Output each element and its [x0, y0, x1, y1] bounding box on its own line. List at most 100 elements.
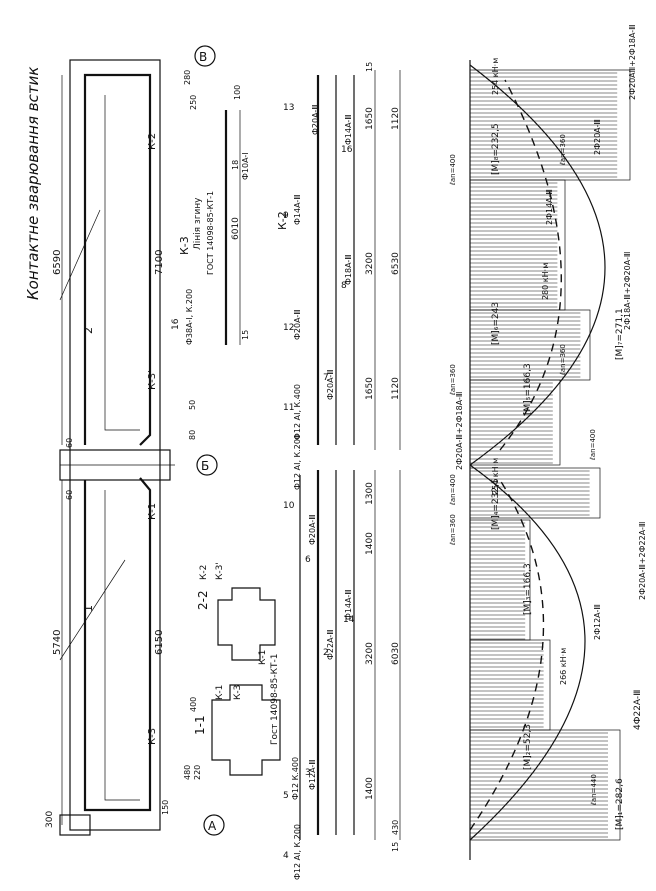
resisting-step-4	[469, 379, 561, 466]
dim-300: 300	[45, 811, 55, 828]
moment-peak2: 254 кН·м	[491, 458, 500, 495]
k3-bend-line: Лінія згину	[193, 197, 203, 250]
moment-m7: [M]₇=271,1	[615, 308, 625, 360]
axis-bubble-a: А	[203, 814, 225, 836]
bar-num-12: 12	[283, 323, 294, 333]
axis-a-label: А	[208, 819, 217, 833]
resisting-step-1	[469, 639, 551, 731]
bar-14: Ф14A-Ⅲ	[344, 589, 353, 620]
mark-k3-a: К-3	[147, 728, 158, 745]
section-1-1: 1-1 220 480 400 К-1 К-3	[183, 684, 281, 780]
anchor-2: ℓan=400	[449, 474, 457, 506]
dim-15c: 15	[365, 62, 374, 72]
dim-1650a: 1650	[365, 377, 375, 400]
bar-10: Ф12 АІ, К.200	[293, 434, 302, 490]
dim-1400b: 1400	[365, 532, 375, 555]
bar-11: Ф12 АІ, К.400	[293, 384, 302, 440]
anchor-5: ℓan=400	[449, 154, 457, 186]
bar-num-14: 14	[343, 615, 355, 625]
rebar-schedule-span1: 1400 3200 1400 1300 6030 430 15 Ф12A-Ⅲ Ф…	[291, 434, 401, 880]
section-1-1-label: 1-1	[193, 715, 207, 735]
anchor-1: ℓan=360	[449, 514, 457, 546]
section-marker-1: 1	[82, 605, 95, 612]
dim-7100: 7100	[154, 250, 165, 275]
section-1-1-dim-480: 480	[183, 765, 192, 780]
bar-num-16: 16	[341, 145, 353, 155]
moment-diagram: [M]₁=282,6 [M]₂=52,3 [M]₃=166,3 [M]₄=232…	[449, 24, 647, 860]
section-1-1-dim-220: 220	[193, 765, 202, 780]
bar-3: Ф12A-Ⅲ	[308, 759, 317, 790]
moment-m6: [M]₆=243	[491, 302, 501, 345]
rebar-schedule-span2: 1650 1120 3200 1650 1120 6530 15 Ф12 АІ,…	[276, 62, 401, 450]
reinf-r8: 2Ф14A-Ⅲ	[545, 189, 554, 225]
k3-ties: Ф10A-І	[241, 152, 250, 180]
bar-9: Ф14A-Ⅲ	[293, 194, 302, 225]
moment-peak4: 254 кН·м	[491, 58, 500, 95]
mark-k2-schedule: К-2	[276, 211, 289, 230]
axis-bubble-b: Б	[196, 454, 218, 476]
bar-num-5: 5	[283, 791, 289, 801]
k3-dim-50: 50	[188, 400, 197, 410]
section-2-2-label: 2-2	[196, 590, 210, 610]
k3-main-bar: Ф38A-І, К.200	[185, 289, 194, 345]
anchor-0: ℓan=440	[590, 774, 598, 806]
bar-5: Ф12 К.400	[291, 757, 300, 800]
axis-b-label: Б	[201, 459, 209, 473]
k3-dim-100: 100	[233, 85, 242, 100]
k3-dim-280: 280	[183, 70, 192, 85]
mark-k1-note: К-1	[258, 650, 268, 665]
reinf-r6: 2Ф20A-Ⅲ	[593, 119, 602, 155]
bar-7: Ф20A-Ⅲ	[326, 369, 335, 400]
k3-detail: К-3 Лінія згину ГОСТ 14098-85-КТ-1 Ф38A-…	[171, 70, 250, 440]
mark-k1: К-1	[147, 503, 158, 520]
reinf-r1: 4Ф22A-Ⅲ	[633, 690, 643, 730]
dim-150: 150	[161, 800, 170, 815]
moment-m2: [M]₂=52,3	[523, 724, 533, 770]
beam-elevation	[59, 59, 175, 836]
moment-m3: [M]₃=166,3	[523, 563, 533, 615]
bar-12: Ф20A-Ⅲ	[293, 309, 302, 340]
dim-60b: 60	[65, 438, 74, 448]
section-marker-2: 2	[82, 327, 95, 334]
k3-n18: 18	[231, 160, 240, 170]
section-2-2-k3p: К-3'	[215, 562, 225, 580]
resisting-moment-steps	[469, 69, 631, 841]
dim-430: 430	[391, 820, 400, 835]
bar-13: Ф20A-Ⅲ	[311, 104, 320, 135]
moment-m8: [M]₈=232,5	[491, 123, 501, 175]
moment-m5: [M]₅=166,3	[523, 363, 533, 415]
bar-num-4: 4	[283, 851, 289, 861]
moment-curve-span2	[469, 64, 606, 466]
dim-1650b: 1650	[365, 107, 375, 130]
anchor-7: ℓan=400	[589, 429, 597, 461]
drawing-title: Контактне зварювання встик	[24, 67, 42, 300]
dimension-span1: 5740 6150 300 150	[45, 480, 170, 828]
bar-num-3: 3	[305, 768, 311, 778]
moment-peak1: 266 кН·м	[559, 648, 568, 685]
anchor-4: ℓan=360	[559, 344, 567, 376]
bar-num-9: 9	[283, 211, 289, 221]
section-1-1-k1: К-1	[215, 685, 225, 700]
resisting-step-2	[469, 519, 531, 641]
dim-6150: 6150	[154, 630, 165, 655]
moment-peak3: 280 кН·м	[541, 263, 550, 300]
dim-6030: 6030	[391, 642, 401, 665]
bar-num-11: 11	[283, 403, 294, 413]
bar-6: Ф20A-Ⅲ	[308, 514, 317, 545]
dim-3200b: 3200	[365, 252, 375, 275]
dim-15a: 15	[391, 842, 400, 852]
reinf-r4: 2Ф20A-Ⅲ+2Ф18A-Ⅲ	[455, 392, 464, 470]
moment-envelope-span1	[469, 479, 545, 831]
axis-bubble-c: В	[194, 45, 216, 67]
moment-curve-span1	[469, 464, 586, 841]
k3-n15: 15	[241, 330, 250, 340]
k3-n16: 16	[171, 318, 181, 330]
k3-title: К-3	[178, 236, 191, 255]
dim-3200a: 3200	[365, 642, 375, 665]
dim-6590: 6590	[52, 250, 63, 275]
moment-m4: [M]₄=232,5	[491, 478, 501, 530]
axis-c-label: В	[199, 50, 207, 64]
dim-1400a: 1400	[365, 777, 375, 800]
section-1-1-dim-400: 400	[189, 697, 198, 712]
